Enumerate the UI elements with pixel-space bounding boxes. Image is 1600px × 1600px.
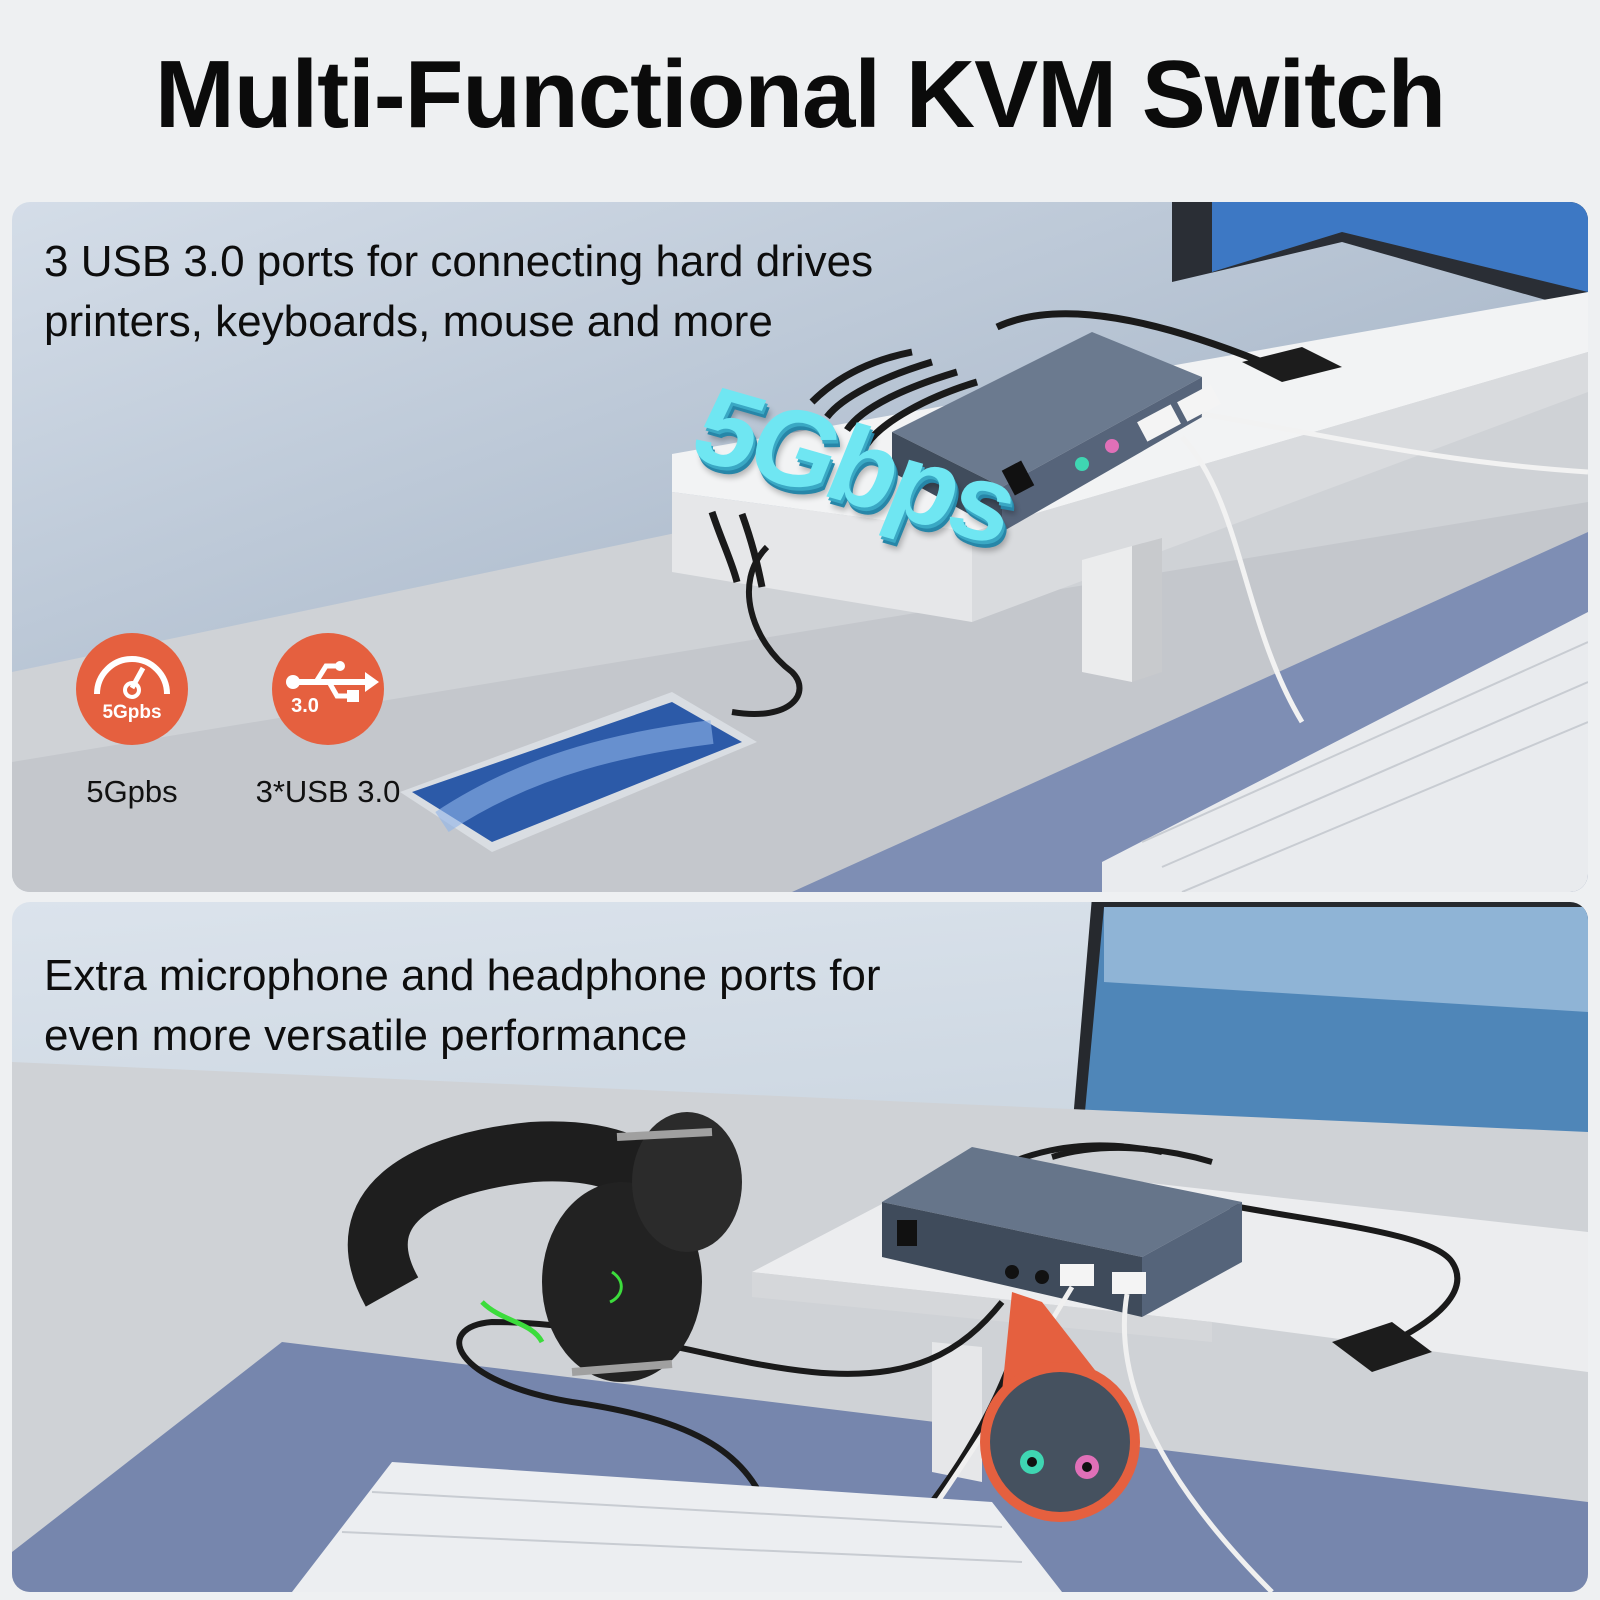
speed-label: 5Gpbs xyxy=(86,774,178,809)
monitor xyxy=(1172,202,1588,312)
usb-badge-text: 3.0 xyxy=(291,695,319,717)
usb-description-line1: 3 USB 3.0 ports for connecting hard driv… xyxy=(44,237,874,286)
kvm-switch-device xyxy=(892,332,1221,532)
headline: Multi-Functional KVM Switch xyxy=(154,41,1446,148)
rear-cables xyxy=(456,1142,1461,1523)
keyboard xyxy=(292,1462,1062,1592)
speedometer-icon: 5Gpbs xyxy=(76,633,188,745)
desk-scene-top xyxy=(12,202,1588,892)
audio-description: Extra microphone and headphone ports for… xyxy=(44,946,881,1066)
usb-description: 3 USB 3.0 ports for connecting hard driv… xyxy=(44,232,873,352)
kvm-switch-device xyxy=(882,1147,1242,1317)
desk-scene-bottom xyxy=(12,902,1588,1592)
panel-usb-ports: 3 USB 3.0 ports for connecting hard driv… xyxy=(12,202,1588,892)
usb-description-line2: printers, keyboards, mouse and more xyxy=(44,297,773,346)
smartphone xyxy=(400,692,757,852)
panel-audio-ports: Extra microphone and headphone ports for… xyxy=(12,902,1588,1592)
cable-clip xyxy=(1332,1322,1432,1372)
feature-speed: 5Gpbs 5Gpbs xyxy=(42,632,222,810)
keyboard xyxy=(1102,612,1588,892)
speed-badge-text: 5Gpbs xyxy=(102,702,161,723)
usb-label: 3*USB 3.0 xyxy=(255,774,401,809)
usb-icon: 3.0 xyxy=(272,633,384,745)
feature-usb: 3.0 3*USB 3.0 xyxy=(238,632,418,810)
audio-port-zoom-callout xyxy=(980,1292,1140,1522)
cable-clip xyxy=(1242,347,1342,382)
audio-description-line1: Extra microphone and headphone ports for xyxy=(44,951,881,1000)
audio-description-line2: even more versatile performance xyxy=(44,1011,688,1060)
usb-cables xyxy=(1180,411,1588,724)
headphones xyxy=(347,1112,742,1382)
rear-cables xyxy=(708,310,1264,588)
